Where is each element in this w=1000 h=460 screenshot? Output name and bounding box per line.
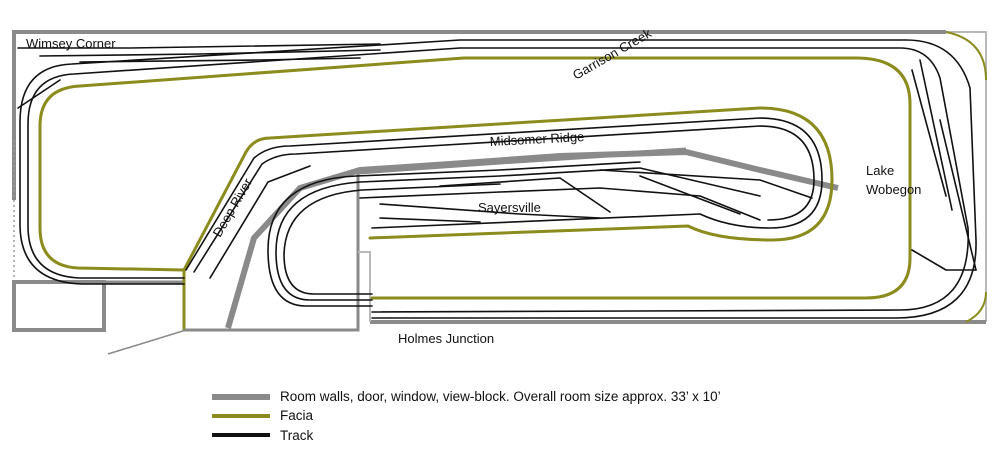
- track-deep-river-branch: [209, 165, 311, 279]
- label-midsomer-ridge: Midsomer Ridge: [489, 129, 584, 149]
- track-sayersville-2: [359, 187, 761, 221]
- door-frame: [358, 251, 371, 322]
- outer-wall: [12, 30, 946, 200]
- track-sayersville-1: [439, 177, 611, 213]
- facia-window: [945, 31, 987, 323]
- track-right-siding-4: [911, 249, 977, 271]
- track-sayersville-5: [639, 175, 741, 215]
- window-frame: [946, 31, 987, 322]
- track-right-siding-1: [911, 69, 947, 197]
- track-sayersville-3: [379, 203, 601, 219]
- track-inner-loop-a: [185, 117, 823, 271]
- track-right-siding-2: [919, 59, 953, 211]
- track-inner-return-b: [267, 161, 641, 307]
- track: [17, 39, 977, 319]
- view-block-upper: [357, 147, 687, 175]
- track-wimsey-yard-1: [17, 43, 381, 49]
- track-sayersville-4: [599, 169, 813, 199]
- track-inner-loop-b: [193, 125, 815, 273]
- track-sayersville-6: [379, 217, 481, 223]
- facia-outer: [38, 56, 912, 330]
- facia: [38, 31, 987, 330]
- legend-label-track: Track: [280, 428, 313, 443]
- legend-label-facia: Facia: [280, 408, 314, 423]
- label-wimsey-corner: Wimsey Corner: [26, 36, 116, 51]
- legend: Room walls, door, window, view-block. Ov…: [212, 389, 721, 443]
- track-outer-loop-a: [27, 47, 969, 313]
- track-inner-return-a: [275, 167, 761, 301]
- door-swing: [107, 329, 187, 355]
- track-wimsey-spur: [17, 79, 61, 109]
- track-inner-return-c: [283, 183, 501, 295]
- facia-inner: [182, 106, 834, 272]
- label-sayersville: Sayersville: [478, 200, 541, 215]
- track-outer-loop-b: [19, 39, 977, 319]
- track-wimsey-yard-2: [39, 49, 381, 57]
- room-walls: [12, 30, 987, 355]
- track-wimsey-yard-3: [79, 57, 361, 63]
- label-lake: Lake: [866, 163, 894, 178]
- legend-label-walls: Room walls, door, window, view-block. Ov…: [280, 389, 721, 404]
- bottom-partition: [12, 280, 106, 332]
- label-wobegon: Wobegon: [866, 182, 921, 197]
- label-holmes-junction: Holmes Junction: [398, 331, 494, 346]
- track-right-siding-3: [939, 119, 977, 271]
